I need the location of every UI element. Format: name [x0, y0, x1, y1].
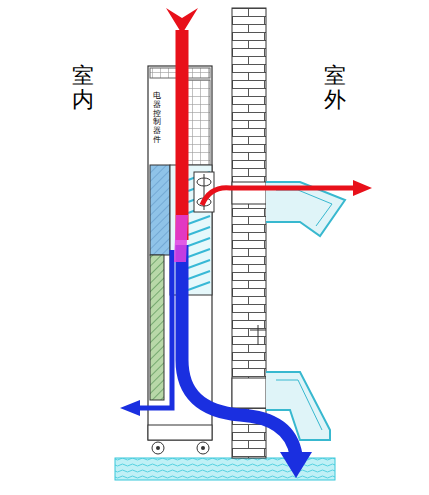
coil-fin	[188, 227, 210, 235]
coil-fin	[188, 271, 210, 279]
coil-fin	[188, 238, 210, 246]
coil-fin	[188, 260, 210, 268]
room-label: 室内	[72, 64, 94, 112]
coil-fin	[188, 216, 210, 224]
room-label: 室外	[324, 64, 346, 112]
part-label: 电器控制器件	[153, 92, 161, 145]
coil-fin	[188, 282, 210, 290]
coil-fin	[188, 249, 210, 257]
